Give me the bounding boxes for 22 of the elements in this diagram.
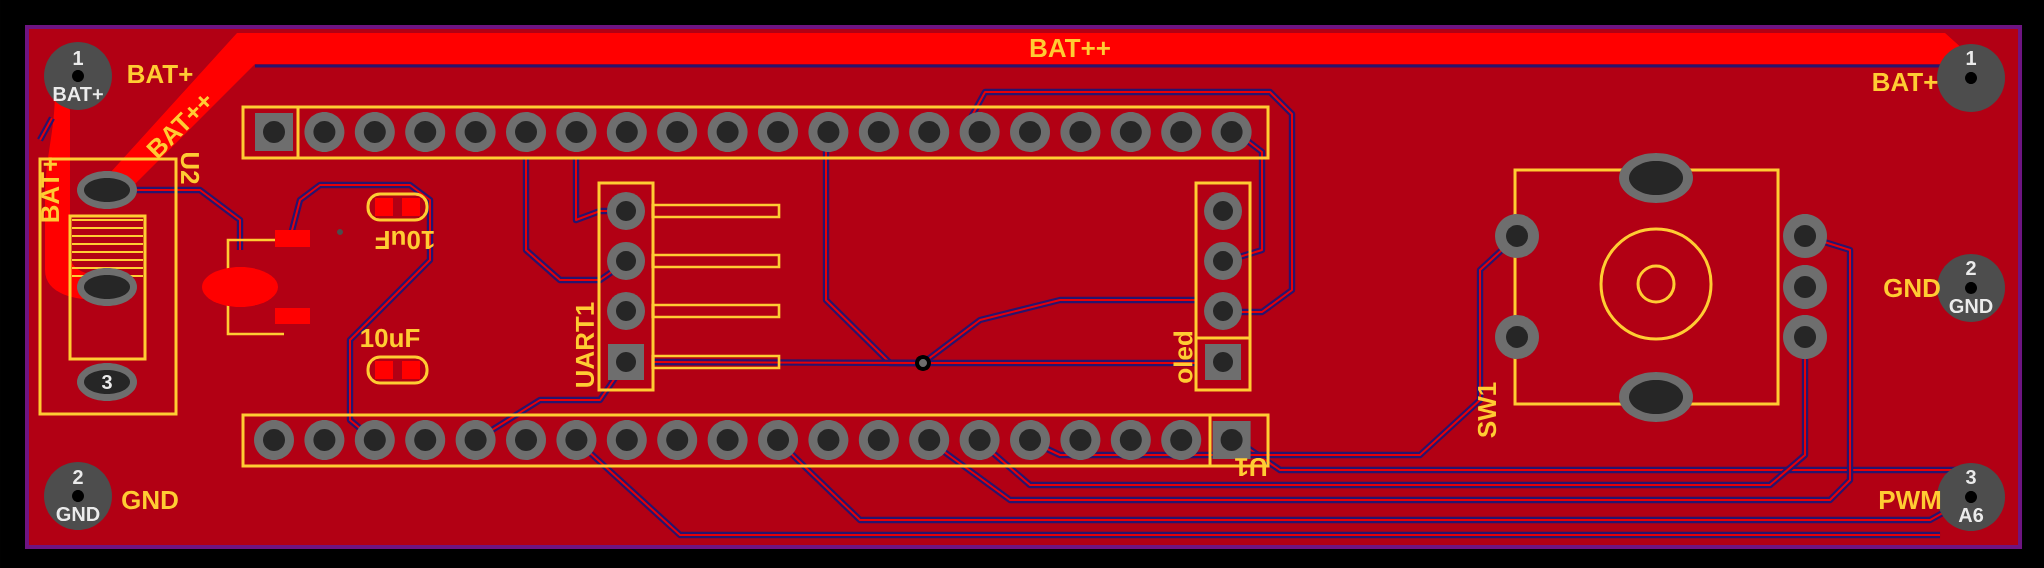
net-label: BAT+ (1873, 73, 1938, 91)
pad-number: 2 (73, 470, 83, 484)
net-label: BAT+ (128, 65, 193, 83)
designator-label: oled (1173, 332, 1193, 383)
value-label: 10uF (361, 328, 420, 348)
net-label: GND (122, 490, 178, 510)
pad-number: 1 (1966, 51, 1977, 65)
pad-number: 3 (101, 374, 112, 390)
designator-label: UART1 (575, 302, 595, 387)
net-label: BAT+ (41, 157, 59, 222)
pad-number: 3 (1965, 469, 1976, 485)
pad-number: 1 (73, 51, 83, 65)
pad-label: A6 (1958, 507, 1984, 523)
pad-label: BAT+ (53, 87, 103, 101)
net-label: PWM (1880, 491, 1941, 509)
value-label: 10uF (375, 230, 434, 250)
designator-label: SW1 (1477, 382, 1497, 438)
pad-label: GND (1949, 298, 1993, 314)
pad-label: GND (56, 506, 100, 522)
net-label: GND (1884, 278, 1940, 298)
pad-number: 2 (1966, 261, 1976, 275)
net-label: BAT++ (1030, 39, 1110, 57)
